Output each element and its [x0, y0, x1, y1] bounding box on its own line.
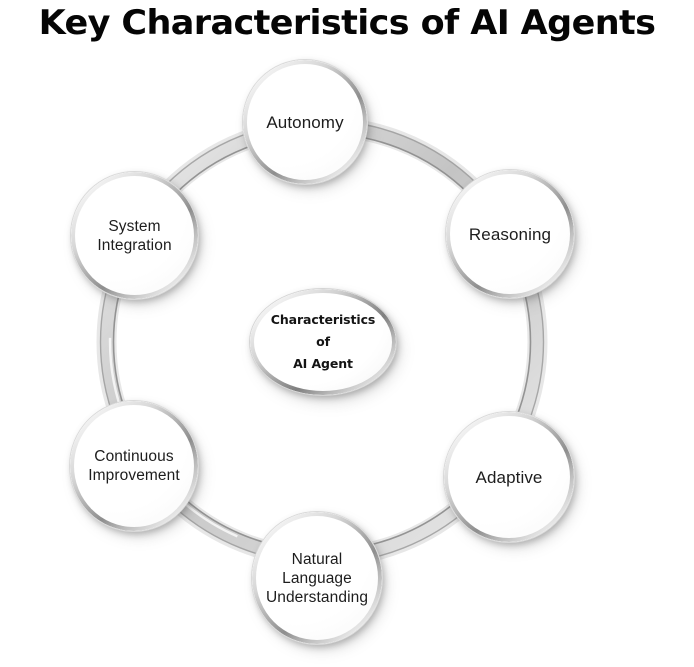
node-reasoning-label: Reasoning [468, 224, 552, 244]
node-nlu-label-line-1: Natural [291, 550, 343, 568]
node-natural-language-understanding[interactable]: Natural Language Understanding [252, 512, 382, 644]
node-autonomy[interactable]: Autonomy [243, 60, 367, 184]
node-adaptive[interactable]: Adaptive [444, 412, 574, 542]
node-continuous-improvement[interactable]: Continuous Improvement [70, 401, 198, 531]
node-autonomy-label: Autonomy [266, 112, 344, 132]
node-continuous-improvement-label-line-1: Continuous [94, 448, 174, 465]
hub-node[interactable]: Characteristics of AI Agent [250, 289, 396, 395]
node-reasoning[interactable]: Reasoning [446, 170, 574, 298]
hub-label: Characteristics of AI Agent [270, 309, 376, 375]
hub-label-line-3: AI Agent [293, 356, 353, 371]
ring-band-highlight [108, 128, 536, 556]
node-system-integration-label-line-1: System [108, 217, 161, 235]
hub-label-line-2: of [316, 334, 330, 349]
node-system-integration-label-line-2: Integration [97, 236, 172, 254]
cycle-diagram: Autonomy Reasoning Adaptive Natural Lang… [0, 46, 694, 667]
node-system-integration-label: System Integration [91, 217, 177, 255]
node-adaptive-label: Adaptive [475, 467, 543, 487]
node-nlu-label: Natural Language Understanding [260, 550, 374, 607]
node-nlu-label-line-2: Language [282, 569, 352, 587]
node-system-integration[interactable]: System Integration [71, 172, 198, 299]
node-continuous-improvement-label: Continuous Improvement [82, 447, 186, 485]
hub-label-line-1: Characteristics [270, 312, 376, 327]
node-nlu-label-line-3: Understanding [265, 588, 369, 606]
page-title: Key Characteristics of AI Agents [38, 3, 656, 43]
node-continuous-improvement-label-line-2: Improvement [88, 467, 180, 484]
